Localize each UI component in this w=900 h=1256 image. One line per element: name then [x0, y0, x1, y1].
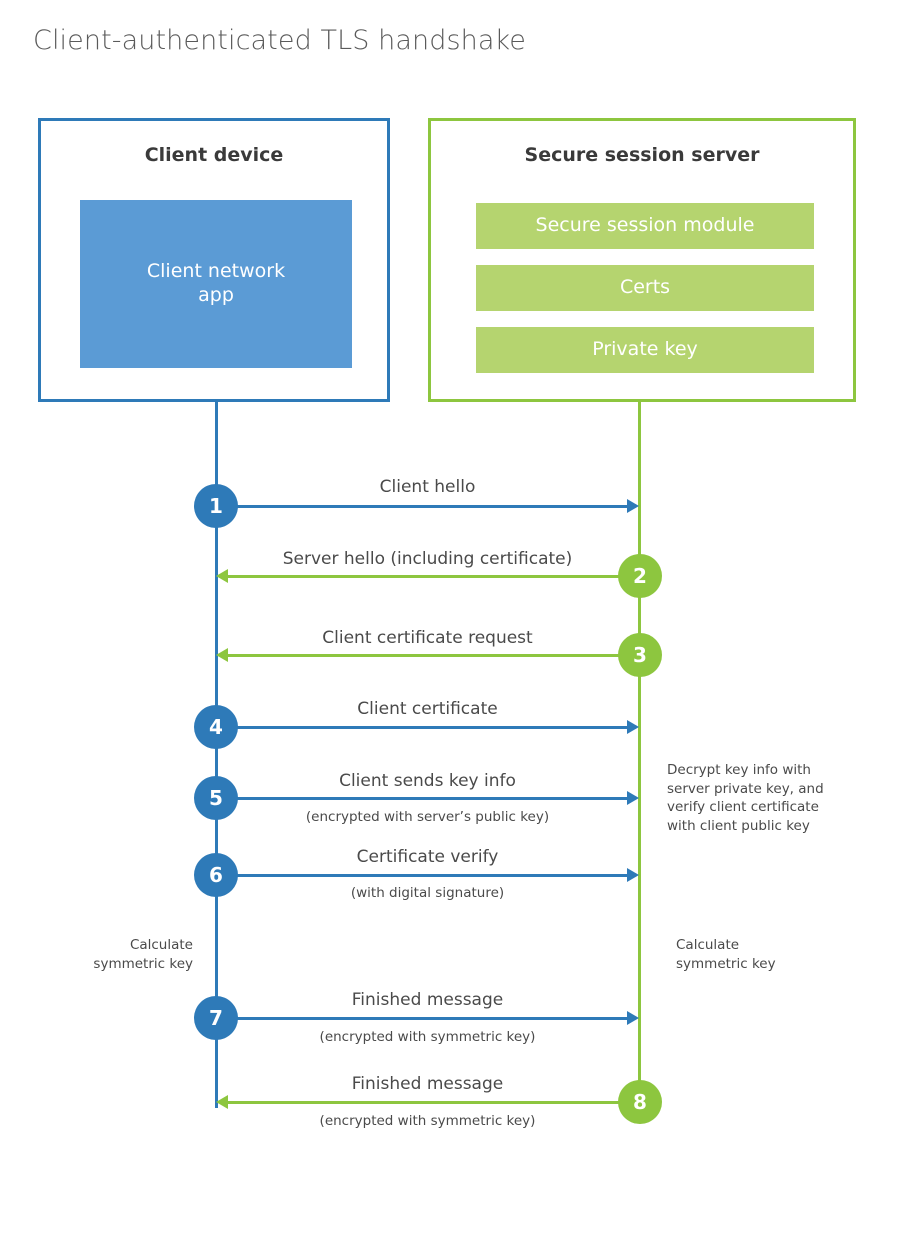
step-2-circle: 2	[618, 554, 662, 598]
server-calculate-note-line-2: symmetric key	[676, 955, 776, 972]
server-calculate-note-line-1: Calculate	[676, 937, 740, 953]
client-device-box: Client device Client network app	[38, 118, 390, 402]
step-3-arrowhead-icon	[216, 648, 228, 662]
step-5-number: 5	[209, 786, 223, 810]
step-2-label: Server hello (including certificate)	[282, 549, 573, 569]
step-3-line	[226, 654, 639, 657]
server-decrypt-note-line-3: verify client certificate	[667, 799, 819, 816]
step-3-number: 3	[633, 643, 647, 667]
step-3-circle: 3	[618, 633, 662, 677]
client-network-app-block: Client network app	[80, 200, 352, 368]
step-1-number: 1	[209, 494, 223, 518]
client-calculate-note: Calculate symmetric key	[35, 936, 193, 973]
secure-session-server-title: Secure session server	[524, 144, 760, 166]
secure-session-module-label: Secure session module	[535, 214, 755, 237]
client-network-app-line1: Client network	[146, 260, 286, 283]
client-calculate-note-line-1: Calculate	[129, 937, 193, 953]
step-6-arrowhead-icon	[627, 868, 639, 882]
step-8-line	[226, 1101, 639, 1104]
step-4-number: 4	[209, 715, 223, 739]
server-decrypt-note: Decrypt key info with server private key…	[667, 761, 842, 836]
client-calculate-note-line-2: symmetric key	[93, 955, 193, 972]
step-2-line	[226, 575, 639, 578]
certs-block: Certs	[476, 265, 814, 311]
step-1-line	[217, 505, 629, 508]
step-6-sublabel: (with digital signature)	[350, 885, 505, 901]
step-5-sublabel: (encrypted with server’s public key)	[305, 809, 550, 825]
step-1-arrowhead-icon	[627, 499, 639, 513]
server-decrypt-note-line-1: Decrypt key info with	[667, 762, 811, 778]
server-lifeline	[638, 402, 641, 1106]
secure-session-server-box: Secure session server Secure session mod…	[428, 118, 856, 402]
step-6-line	[217, 874, 629, 877]
certs-label: Certs	[619, 276, 671, 299]
step-5-label: Client sends key info	[339, 771, 516, 791]
client-device-title: Client device	[144, 144, 284, 166]
private-key-block: Private key	[476, 327, 814, 373]
step-8-label: Finished message	[351, 1074, 504, 1094]
step-4-label: Client certificate	[357, 699, 498, 719]
server-decrypt-note-line-2: server private key, and	[667, 780, 824, 797]
step-7-arrowhead-icon	[627, 1011, 639, 1025]
step-1-label: Client hello	[379, 477, 476, 497]
step-8-circle: 8	[618, 1080, 662, 1124]
page-title: Client-authenticated TLS handshake	[33, 25, 526, 56]
step-6-label: Certificate verify	[356, 847, 499, 867]
step-6-circle: 6	[194, 853, 238, 897]
step-7-circle: 7	[194, 996, 238, 1040]
step-8-arrowhead-icon	[216, 1095, 228, 1109]
client-lifeline	[215, 402, 218, 1108]
step-5-line	[217, 797, 629, 800]
step-5-arrowhead-icon	[627, 791, 639, 805]
server-calculate-note: Calculate symmetric key	[676, 936, 846, 973]
step-4-circle: 4	[194, 705, 238, 749]
step-4-line	[217, 726, 629, 729]
step-2-number: 2	[633, 564, 647, 588]
step-1-circle: 1	[194, 484, 238, 528]
server-decrypt-note-line-4: with client public key	[667, 817, 810, 834]
step-8-number: 8	[633, 1090, 647, 1114]
step-7-line	[217, 1017, 629, 1020]
step-7-sublabel: (encrypted with symmetric key)	[319, 1029, 536, 1045]
step-7-label: Finished message	[351, 990, 504, 1010]
client-network-app-line2: app	[198, 284, 234, 306]
step-8-sublabel: (encrypted with symmetric key)	[319, 1113, 536, 1129]
step-2-arrowhead-icon	[216, 569, 228, 583]
secure-session-module-block: Secure session module	[476, 203, 814, 249]
step-6-number: 6	[209, 863, 223, 887]
step-4-arrowhead-icon	[627, 720, 639, 734]
private-key-label: Private key	[592, 338, 698, 361]
step-7-number: 7	[209, 1006, 223, 1030]
step-5-circle: 5	[194, 776, 238, 820]
step-3-label: Client certificate request	[322, 628, 533, 648]
